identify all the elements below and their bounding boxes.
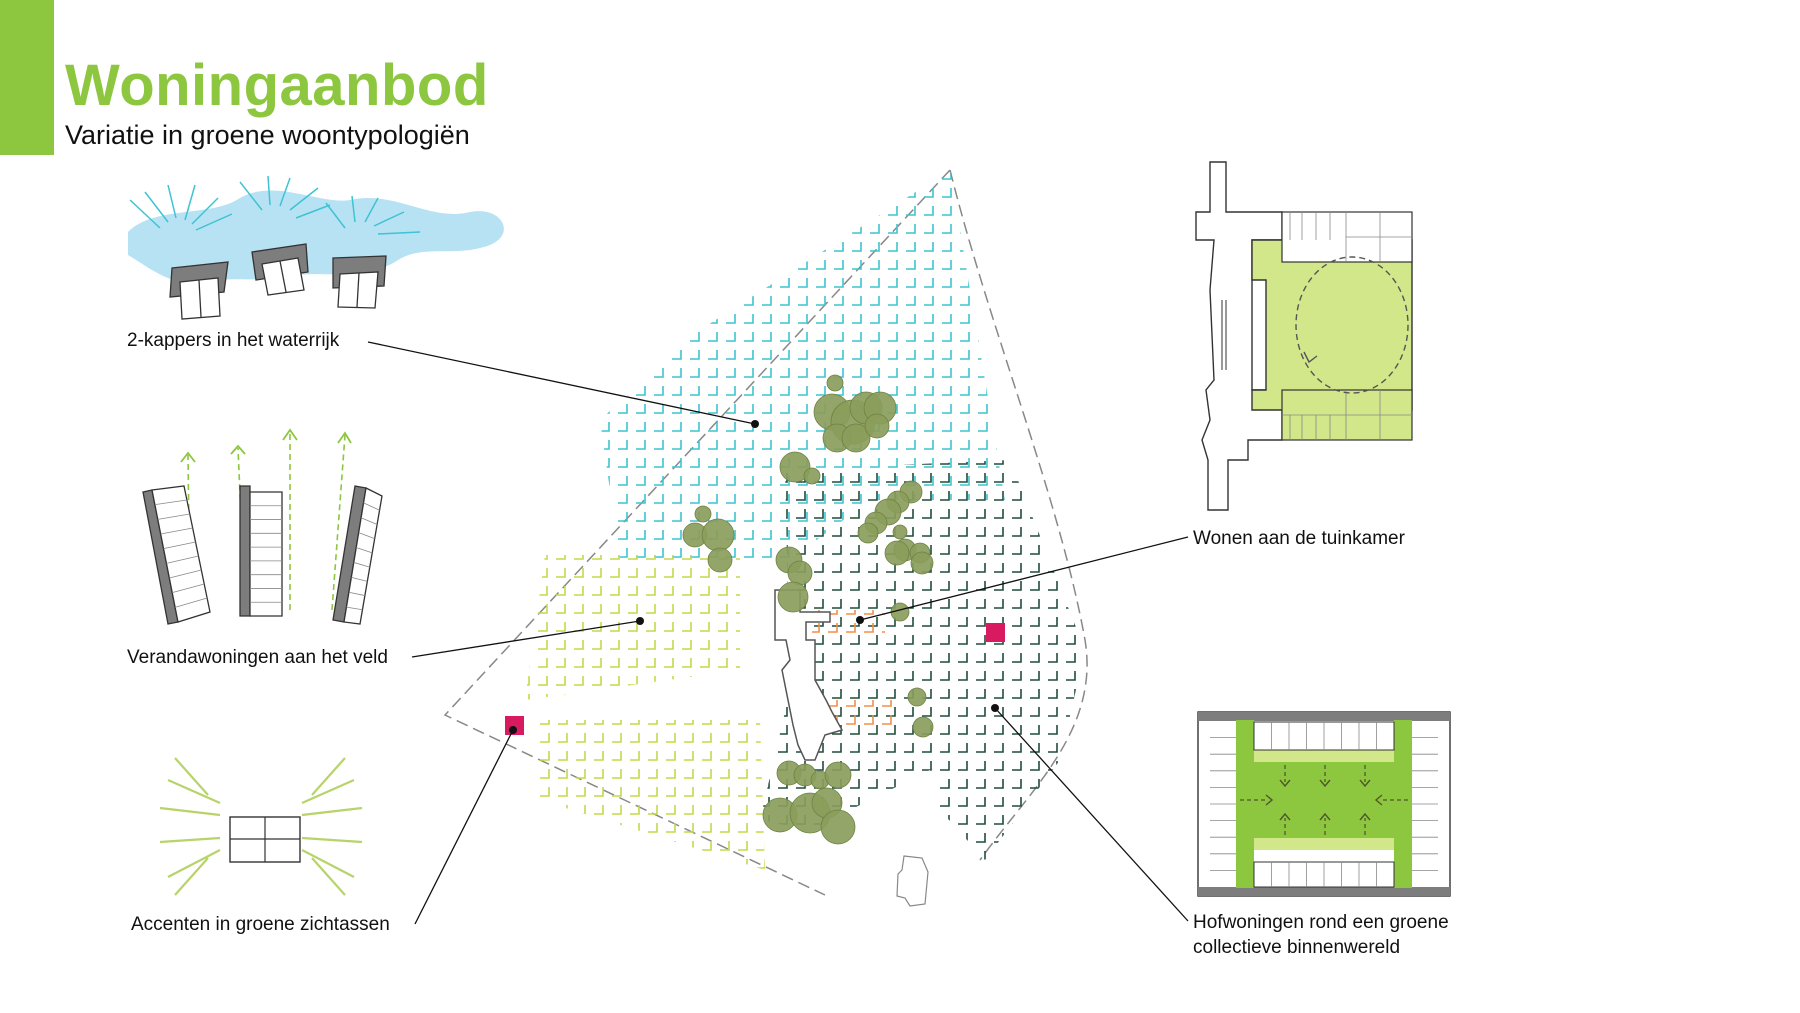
zone-veranda-south <box>540 720 765 869</box>
leader-dots <box>509 420 999 734</box>
site-outline <box>949 169 1088 861</box>
site-outline-west <box>443 169 951 896</box>
small-building <box>896 855 929 907</box>
accenten-icon <box>159 757 363 896</box>
page-title: Woningaanbod <box>65 53 489 118</box>
label-hofwoningen-1: Hofwoningen rond een groene <box>1193 912 1449 933</box>
label-tuinkamer: Wonen aan de tuinkamer <box>1193 528 1405 549</box>
zone-waterrijk <box>600 170 1005 558</box>
label-accenten: Accenten in groene zichtassen <box>131 914 390 935</box>
zone-veranda-north <box>525 555 740 700</box>
page-subtitle: Variatie in groene woontypologiën <box>65 120 470 150</box>
label-2-kappers: 2-kappers in het waterrijk <box>127 330 340 351</box>
header-accent-bar <box>0 0 54 155</box>
veranda-icon <box>142 428 383 625</box>
tree-group <box>682 374 934 845</box>
leader-lines <box>367 341 1189 925</box>
central-building <box>774 589 844 761</box>
label-verandawoningen: Verandawoningen aan het veld <box>127 647 388 668</box>
label-hofwoningen-2: collectieve binnenwereld <box>1193 937 1401 958</box>
hofwoningen-icon <box>1197 711 1451 897</box>
accent-square-east <box>986 623 1005 642</box>
waterrijk-icon <box>128 175 504 320</box>
tuinkamer-icon <box>1195 161 1413 511</box>
